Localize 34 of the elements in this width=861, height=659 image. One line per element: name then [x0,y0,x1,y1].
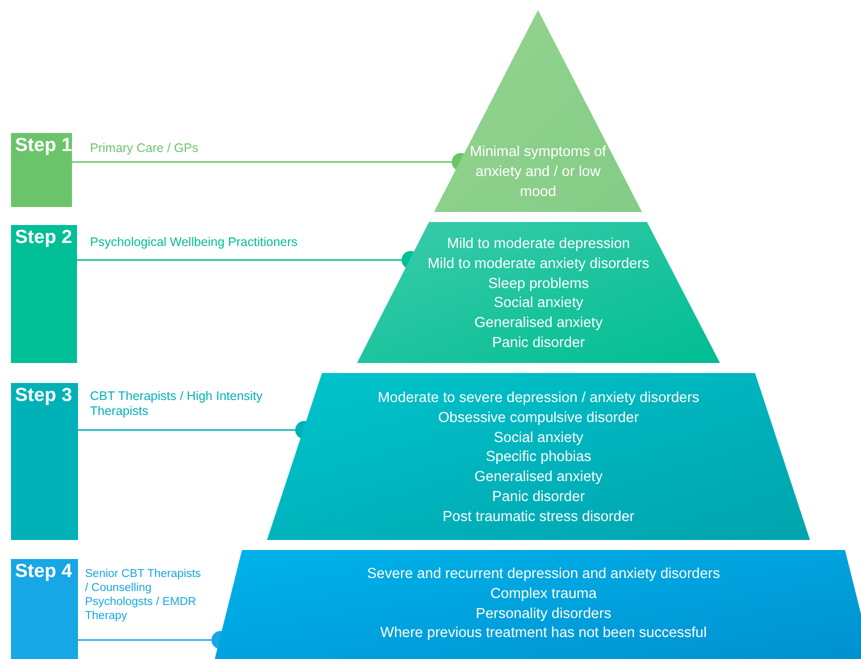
condition-text: Moderate to severe depression / anxiety disorders [378,389,700,408]
pyramid-tier [434,10,642,212]
role-text: Psychological Wellbeing Practitioners [90,235,299,250]
pyramid-tier [212,550,861,659]
condition-text: Generalised anxiety [474,468,603,488]
step-label: Step 1 [15,135,72,157]
role-text: Primary Care / GPs [90,141,200,156]
condition-text: Severe and recurrent depression and anxiety disorders [366,565,720,584]
role-text: CBT Therapists / High Intensity Therapists [90,389,264,419]
condition-text: Minimal symptoms of anxiety and / or low mood [468,143,608,202]
step-box [11,559,78,659]
role-text: Senior CBT Therapists / Counselling Psychologsts / EMDR Therapy [85,567,202,623]
condition-text: Obsessive compulsive disorder [438,408,639,428]
condition-text: Social anxiety [494,294,584,314]
condition-text: Specific phobias [486,448,592,468]
condition-text: Social anxiety [494,428,584,448]
pyramid-tier [357,222,720,363]
condition-text: Personality disorders [476,604,612,624]
condition-text: Where previous treatment has not been successful [380,624,707,644]
condition-text: Post traumatic stress disorder [442,508,634,527]
step-label: Step 2 [15,227,72,249]
condition-text: Mild to moderate anxiety disorders [428,254,650,274]
step-box [11,225,77,363]
condition-text: Generalised anxiety [474,314,603,334]
condition-text: Complex trauma [490,584,597,604]
step-label: Step 4 [15,561,72,583]
condition-text: Panic disorder [492,488,585,507]
pyramid-tier [267,373,810,540]
condition-text: Panic disorder [492,334,585,353]
step-box [11,133,72,207]
condition-text: Sleep problems [488,274,589,294]
step-label: Step 3 [15,385,72,407]
step-box [11,383,78,540]
condition-text: Mild to moderate depression [447,235,630,254]
